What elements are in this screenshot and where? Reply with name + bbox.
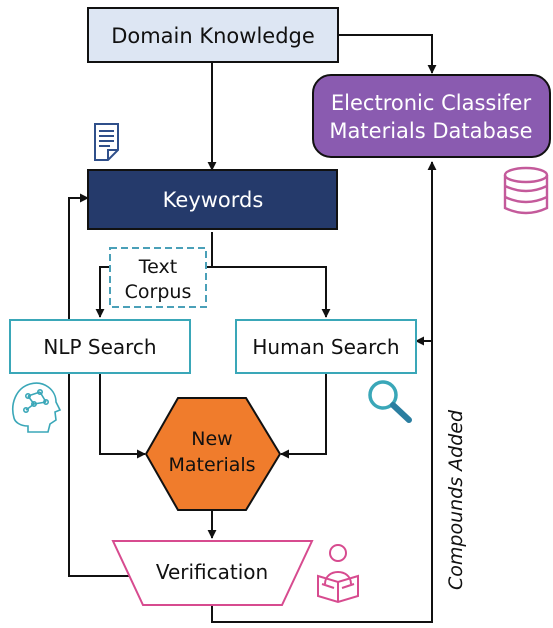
database-label-line2: Materials Database bbox=[329, 119, 532, 143]
human-search-node: Human Search bbox=[235, 319, 417, 374]
nlp-search-label: NLP Search bbox=[43, 335, 156, 359]
text-corpus-line2: Corpus bbox=[125, 281, 192, 303]
keywords-node: Keywords bbox=[87, 169, 338, 230]
domain-knowledge-node: Domain Knowledge bbox=[87, 7, 339, 63]
database-icon bbox=[503, 166, 549, 215]
text-corpus-node: Text Corpus bbox=[109, 247, 207, 308]
new-materials-node: New Materials bbox=[144, 397, 282, 511]
reader-icon bbox=[317, 544, 359, 604]
human-search-label: Human Search bbox=[252, 335, 399, 359]
edge-keywords-to-human-search bbox=[212, 266, 331, 318]
edge-keywords-to-text-corpus bbox=[206, 232, 213, 268]
verification-node: Verification bbox=[111, 540, 314, 606]
text-corpus-line1: Text bbox=[138, 256, 177, 278]
magnifier-icon bbox=[368, 380, 412, 423]
connectors bbox=[68, 34, 437, 623]
edge-nlp-to-new-materials bbox=[99, 373, 146, 459]
edge-human-to-new-materials bbox=[280, 373, 327, 459]
new-materials-line2: Materials bbox=[168, 454, 255, 476]
edge-domain-to-database bbox=[338, 34, 437, 74]
document-icon bbox=[94, 123, 119, 161]
verification-label: Verification bbox=[156, 560, 268, 584]
edge-compounds-added-feedback bbox=[211, 161, 437, 623]
database-label-line1: Electronic Classifer bbox=[331, 91, 532, 115]
ai-brain-icon bbox=[12, 382, 62, 433]
compounds-added-label: Compounds Added bbox=[445, 409, 467, 590]
nlp-search-node: NLP Search bbox=[9, 319, 191, 374]
new-materials-line1: New bbox=[191, 428, 232, 450]
materials-database-node: Electronic Classifer Materials Database bbox=[312, 74, 551, 158]
keywords-label: Keywords bbox=[163, 188, 264, 212]
domain-knowledge-label: Domain Knowledge bbox=[111, 24, 315, 48]
edge-text-corpus-to-nlp-search bbox=[95, 266, 110, 318]
